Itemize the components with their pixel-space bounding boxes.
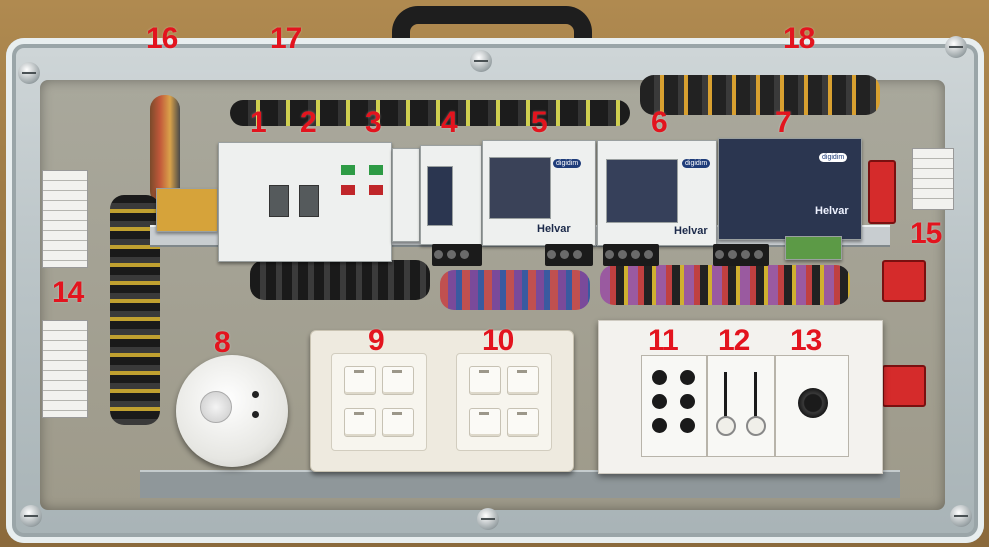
label-14: 14 bbox=[52, 276, 84, 309]
brand-badge: digidim bbox=[553, 159, 582, 168]
rotary-dimmer-module bbox=[641, 355, 707, 457]
terminal-block bbox=[42, 170, 88, 268]
push-button bbox=[507, 408, 539, 437]
push-button bbox=[382, 366, 414, 395]
rotary-dimmer-icon bbox=[680, 418, 695, 433]
label-10: 10 bbox=[482, 324, 514, 357]
screw bbox=[945, 36, 967, 58]
device-7-module: Helvar digidim bbox=[718, 138, 862, 240]
screw-terminal bbox=[713, 244, 769, 266]
breaker-toggle bbox=[269, 185, 289, 217]
label-11: 11 bbox=[648, 324, 679, 357]
sensor-dot bbox=[252, 411, 259, 418]
breaker-toggle bbox=[299, 185, 319, 217]
label-7: 7 bbox=[775, 106, 792, 139]
sensor-lens bbox=[200, 391, 232, 423]
push-button bbox=[507, 366, 539, 395]
device-4-module bbox=[420, 145, 482, 245]
label-13: 13 bbox=[790, 324, 822, 357]
circuit-breaker-group bbox=[218, 142, 392, 262]
push-button bbox=[469, 408, 501, 437]
label-9: 9 bbox=[368, 324, 385, 357]
motion-sensor bbox=[176, 355, 288, 467]
status-light-red bbox=[369, 185, 383, 195]
sensor-dot bbox=[252, 391, 259, 398]
screw bbox=[20, 505, 42, 527]
label-4: 4 bbox=[441, 106, 458, 139]
brand-text: Helvar bbox=[815, 205, 849, 217]
screw-terminal bbox=[545, 244, 593, 266]
rotary-dimmer-icon bbox=[652, 394, 667, 409]
red-connector bbox=[882, 365, 926, 407]
label-16: 16 bbox=[146, 22, 178, 55]
brand-badge: digidim bbox=[682, 159, 711, 168]
label-17: 17 bbox=[270, 22, 302, 55]
din-rail-bottom bbox=[140, 470, 900, 498]
label-5: 5 bbox=[531, 106, 548, 139]
label-18: 18 bbox=[783, 22, 815, 55]
cable-bundle bbox=[230, 100, 630, 126]
brand-text: Helvar bbox=[537, 223, 571, 235]
label-8: 8 bbox=[214, 326, 231, 359]
switch-panel bbox=[310, 330, 574, 472]
slider-dimmer-module bbox=[707, 355, 775, 457]
device-front-panel bbox=[427, 166, 453, 226]
cable-bundle bbox=[600, 265, 850, 305]
push-button bbox=[382, 408, 414, 437]
cable-bundle bbox=[250, 260, 430, 300]
push-button bbox=[344, 366, 376, 395]
screw bbox=[470, 50, 492, 72]
terminal-block bbox=[912, 148, 954, 210]
label-15: 15 bbox=[910, 217, 942, 250]
rotary-dimmer-icon bbox=[680, 394, 695, 409]
status-light-red bbox=[341, 185, 355, 195]
slider-dimmer-icon bbox=[716, 416, 736, 436]
terminal-block bbox=[42, 320, 88, 418]
slider-track bbox=[724, 372, 727, 422]
screw bbox=[477, 508, 499, 530]
brand-text: Helvar bbox=[674, 225, 708, 237]
din-module-narrow bbox=[392, 148, 420, 242]
screw-terminal bbox=[603, 244, 659, 266]
rotary-dimmer-icon bbox=[680, 370, 695, 385]
label-6: 6 bbox=[651, 106, 668, 139]
red-connector bbox=[868, 160, 896, 224]
push-button bbox=[469, 366, 501, 395]
infrared-receiver-module bbox=[775, 355, 849, 457]
status-light-green bbox=[369, 165, 383, 175]
device-6-module: Helvar digidim bbox=[597, 140, 717, 246]
rotary-dimmer-icon bbox=[652, 370, 667, 385]
status-light-green bbox=[341, 165, 355, 175]
slider-dimmer-icon bbox=[746, 416, 766, 436]
device-5-module: Helvar digidim bbox=[482, 140, 596, 246]
cable-bundle bbox=[440, 270, 590, 310]
screw bbox=[950, 505, 972, 527]
label-3: 3 bbox=[365, 106, 382, 139]
brand-badge: digidim bbox=[819, 153, 848, 162]
slider-track bbox=[754, 372, 757, 422]
screw-terminal bbox=[432, 244, 482, 266]
device-front-panel bbox=[606, 159, 678, 223]
screw bbox=[18, 62, 40, 84]
terminal-clamp bbox=[156, 188, 218, 232]
keypad-9 bbox=[331, 353, 427, 451]
label-2: 2 bbox=[300, 106, 317, 139]
cable-bundle bbox=[150, 95, 180, 205]
red-connector bbox=[882, 260, 926, 302]
label-1: 1 bbox=[250, 106, 267, 139]
cable-bundle bbox=[640, 75, 880, 115]
keypad-10 bbox=[456, 353, 552, 451]
device-front-panel bbox=[489, 157, 551, 219]
infrared-receiver-icon bbox=[798, 388, 828, 418]
rotary-dimmer-icon bbox=[652, 418, 667, 433]
control-panel bbox=[598, 320, 883, 474]
push-button bbox=[344, 408, 376, 437]
label-12: 12 bbox=[718, 324, 750, 357]
terminal-strip-green bbox=[785, 236, 842, 260]
